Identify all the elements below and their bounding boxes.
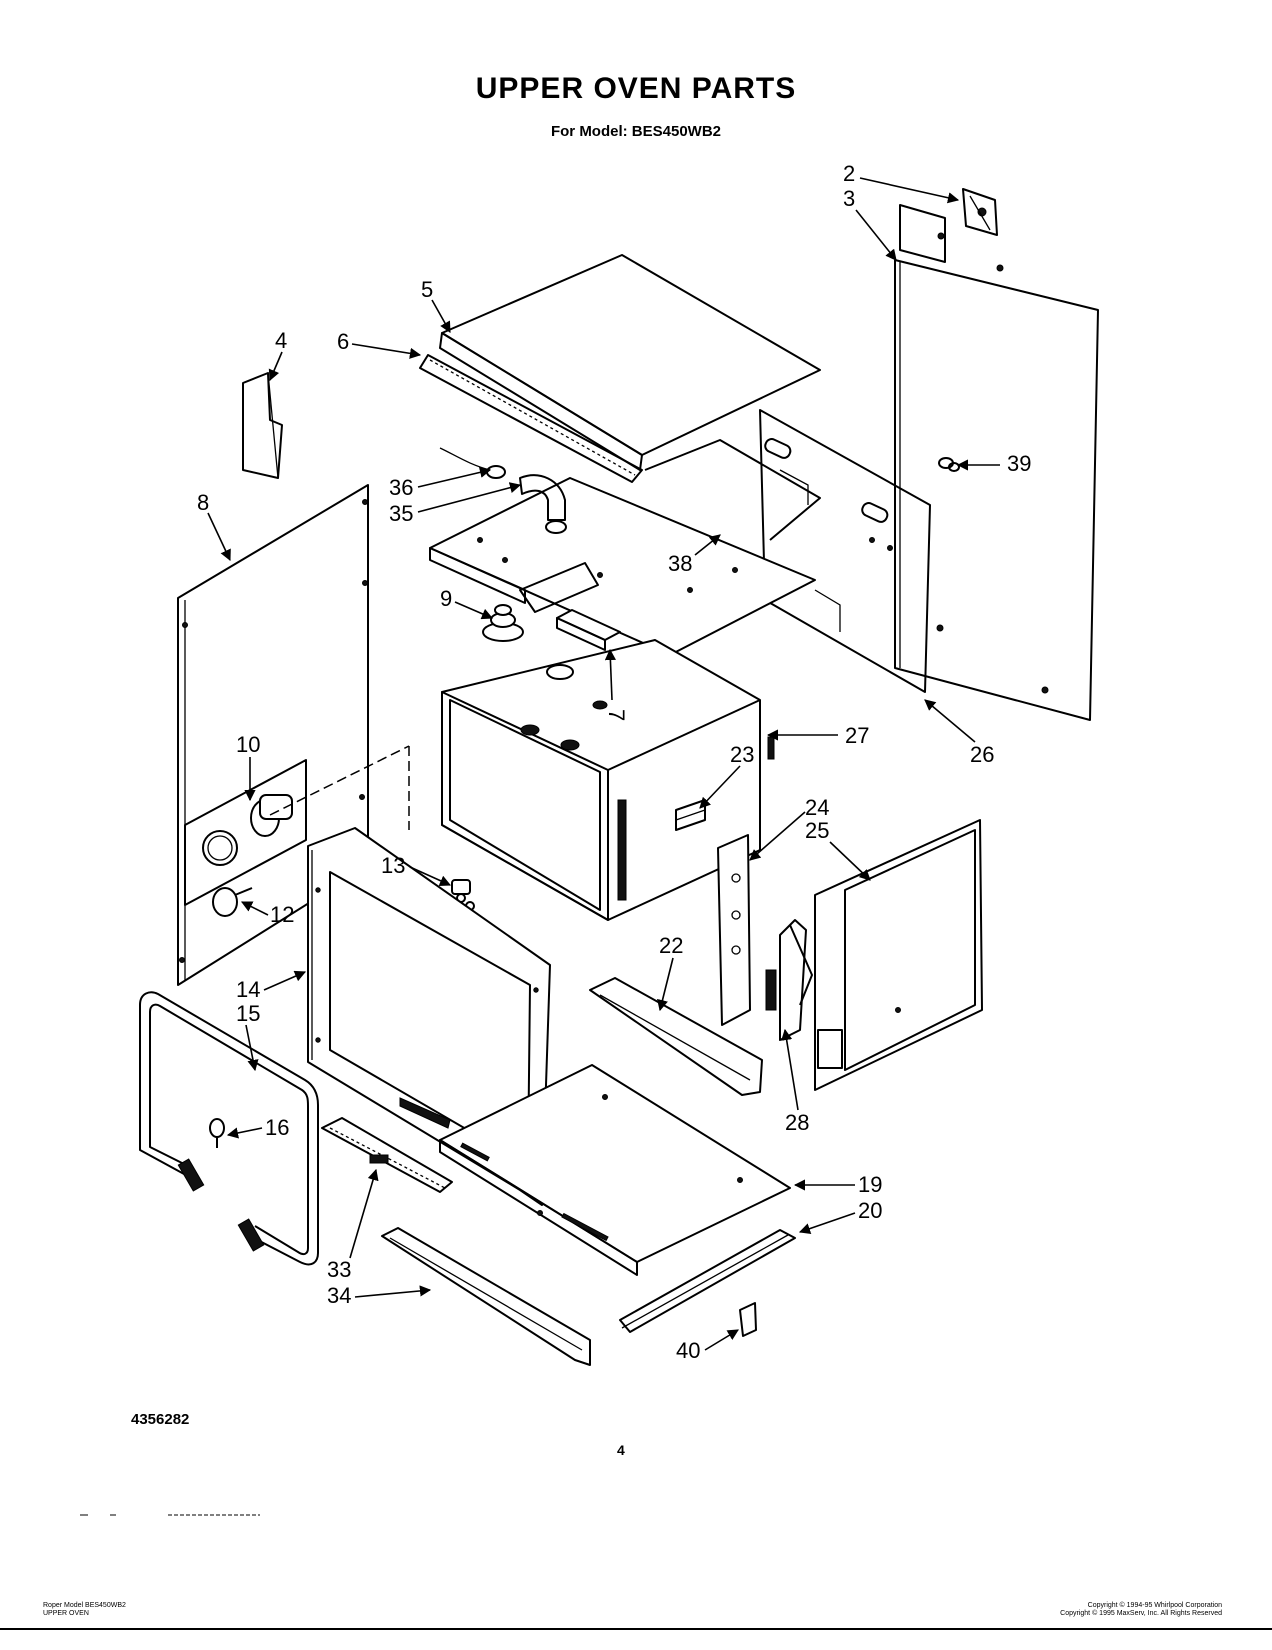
part-26-back-panel <box>759 409 931 693</box>
callout-14: 14 <box>236 977 260 1002</box>
callout-12: 12 <box>270 902 294 927</box>
part-27-oven-cavity <box>441 639 775 921</box>
part-34-rail <box>381 1227 591 1366</box>
part-40-clip <box>739 1302 757 1337</box>
callout-27: 27 <box>845 723 869 748</box>
part-12-bulb <box>212 887 253 917</box>
page-title: UPPER OVEN PARTS <box>475 72 797 105</box>
document-number: 4356282 <box>131 1411 190 1428</box>
callout-3: 3 <box>843 186 855 211</box>
callout-25: 25 <box>805 818 829 843</box>
part-24-hinge-plate <box>717 834 751 1026</box>
part-20-rail <box>619 1229 796 1333</box>
part-28-hinge <box>765 919 813 1041</box>
footer-left: Roper Model BES450WB2 UPPER OVEN <box>43 1602 126 1618</box>
part-15-gasket <box>139 991 319 1266</box>
footer-copyright-1: Copyright © 1994-95 Whirlpool Corporatio… <box>1087 1602 1222 1609</box>
footer-copyright-2: Copyright © 1995 MaxServ, Inc. All Right… <box>1060 1610 1222 1617</box>
footer-model-line: Roper Model BES450WB2 <box>43 1602 126 1609</box>
callout-34: 34 <box>327 1283 351 1308</box>
callout-10: 10 <box>236 732 260 757</box>
callout-16: 16 <box>265 1115 289 1140</box>
part-25-side-door <box>814 819 983 1091</box>
callout-6: 6 <box>337 329 349 354</box>
callout-23: 23 <box>730 742 754 767</box>
callout-8: 8 <box>197 490 209 515</box>
part-6-vent-strip <box>419 354 643 483</box>
callout-13: 13 <box>381 853 405 878</box>
callout-5: 5 <box>421 277 433 302</box>
callout-20: 20 <box>858 1198 882 1223</box>
callout-35: 35 <box>389 501 413 526</box>
part-9-fitting <box>482 604 524 642</box>
part-10-control-panel <box>184 759 307 906</box>
part-23-plate <box>675 799 706 831</box>
callout-24: 24 <box>805 795 829 820</box>
part-16-clip <box>209 1118 225 1148</box>
callout-39: 39 <box>1007 451 1031 476</box>
callout-15: 15 <box>236 1001 260 1026</box>
page-number: 4 <box>617 1442 625 1458</box>
part-19-bottom-panel <box>439 1064 791 1276</box>
callout-4: 4 <box>275 328 287 353</box>
scan-artifact <box>80 1514 260 1516</box>
callout-19: 19 <box>858 1172 882 1197</box>
callout-labels: 2 3 4 5 6 8 36 35 39 38 9 7 27 26 10 23 … <box>197 161 1031 1363</box>
callout-7: 7 <box>604 709 629 721</box>
part-39-clip <box>938 457 960 472</box>
callout-36: 36 <box>389 475 413 500</box>
footer-right: Copyright © 1994-95 Whirlpool Corporatio… <box>1060 1602 1222 1618</box>
dashed-guide <box>269 745 410 816</box>
footer-rule <box>0 1628 1272 1630</box>
callout-33: 33 <box>327 1257 351 1282</box>
part-5-top-panel <box>439 254 821 471</box>
callout-26: 26 <box>970 742 994 767</box>
part-33-vent <box>321 1117 453 1193</box>
callout-2: 2 <box>843 161 855 186</box>
footer-section-line: UPPER OVEN <box>43 1610 89 1617</box>
callout-40: 40 <box>676 1338 700 1363</box>
callout-38: 38 <box>668 551 692 576</box>
part-2-bracket <box>962 188 998 236</box>
part-3-rear-panel <box>894 204 1099 721</box>
callout-9: 9 <box>440 586 452 611</box>
callout-28: 28 <box>785 1110 809 1135</box>
part-4-bracket <box>242 372 283 479</box>
callout-22: 22 <box>659 933 683 958</box>
part-22-bracket <box>589 977 763 1096</box>
model-subtitle: For Model: BES450WB2 <box>550 123 722 140</box>
